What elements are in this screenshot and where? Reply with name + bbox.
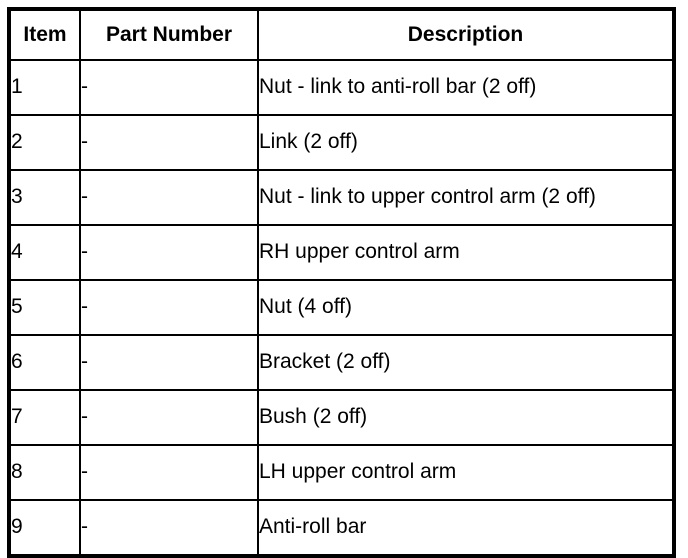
cell-part-number: - — [79, 59, 259, 116]
cell-part-number: - — [79, 389, 259, 446]
cell-item: 1 — [8, 59, 81, 116]
table-row: 5 - Nut (4 off) — [8, 279, 675, 336]
cell-item: 7 — [8, 389, 81, 446]
column-header-part-number: Part Number — [79, 8, 259, 61]
cell-item: 4 — [8, 224, 81, 281]
cell-description: Bracket (2 off) — [257, 334, 675, 391]
table-header-row: Item Part Number Description — [8, 8, 675, 61]
cell-part-number: - — [79, 499, 259, 557]
cell-description: Bush (2 off) — [257, 389, 675, 446]
table-body: 1 - Nut - link to anti-roll bar (2 off) … — [8, 59, 675, 557]
cell-item: 6 — [8, 334, 81, 391]
cell-item: 9 — [8, 499, 81, 557]
cell-part-number: - — [79, 279, 259, 336]
table-row: 6 - Bracket (2 off) — [8, 334, 675, 391]
cell-description: Nut - link to anti-roll bar (2 off) — [257, 59, 675, 116]
table-row: 9 - Anti-roll bar — [8, 499, 675, 557]
cell-description: Link (2 off) — [257, 114, 675, 171]
cell-part-number: - — [79, 334, 259, 391]
cell-part-number: - — [79, 114, 259, 171]
cell-description: RH upper control arm — [257, 224, 675, 281]
parts-table-container: Item Part Number Description 1 - Nut - l… — [7, 7, 676, 558]
table-row: 1 - Nut - link to anti-roll bar (2 off) — [8, 59, 675, 116]
cell-part-number: - — [79, 444, 259, 501]
column-header-item: Item — [8, 8, 81, 61]
cell-item: 5 — [8, 279, 81, 336]
cell-item: 3 — [8, 169, 81, 226]
table-row: 4 - RH upper control arm — [8, 224, 675, 281]
cell-part-number: - — [79, 169, 259, 226]
table-row: 7 - Bush (2 off) — [8, 389, 675, 446]
cell-description: LH upper control arm — [257, 444, 675, 501]
table-header: Item Part Number Description — [8, 8, 675, 61]
cell-item: 8 — [8, 444, 81, 501]
cell-description: Anti-roll bar — [257, 499, 675, 557]
parts-list-table: Item Part Number Description 1 - Nut - l… — [7, 7, 676, 558]
column-header-description: Description — [257, 8, 675, 61]
cell-description: Nut - link to upper control arm (2 off) — [257, 169, 675, 226]
cell-part-number: - — [79, 224, 259, 281]
cell-description: Nut (4 off) — [257, 279, 675, 336]
table-row: 3 - Nut - link to upper control arm (2 o… — [8, 169, 675, 226]
table-row: 8 - LH upper control arm — [8, 444, 675, 501]
cell-item: 2 — [8, 114, 81, 171]
table-row: 2 - Link (2 off) — [8, 114, 675, 171]
